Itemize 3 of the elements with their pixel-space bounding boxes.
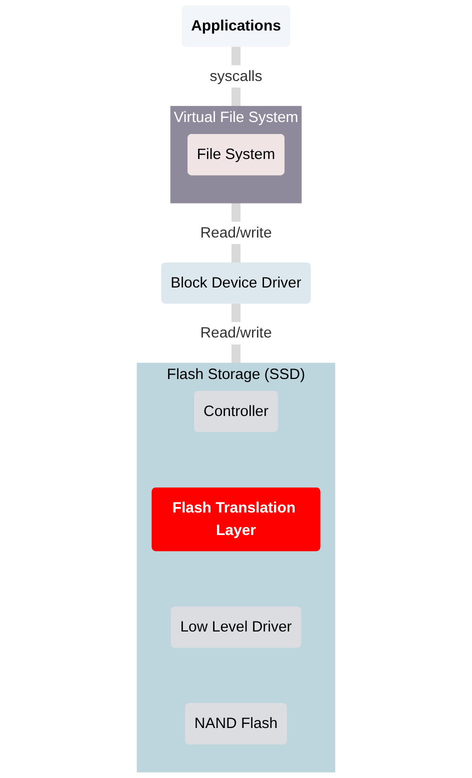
edge-label: Read/write xyxy=(200,324,272,342)
edge-label: syscalls xyxy=(210,68,262,85)
edge-label: Read/write xyxy=(200,224,272,242)
